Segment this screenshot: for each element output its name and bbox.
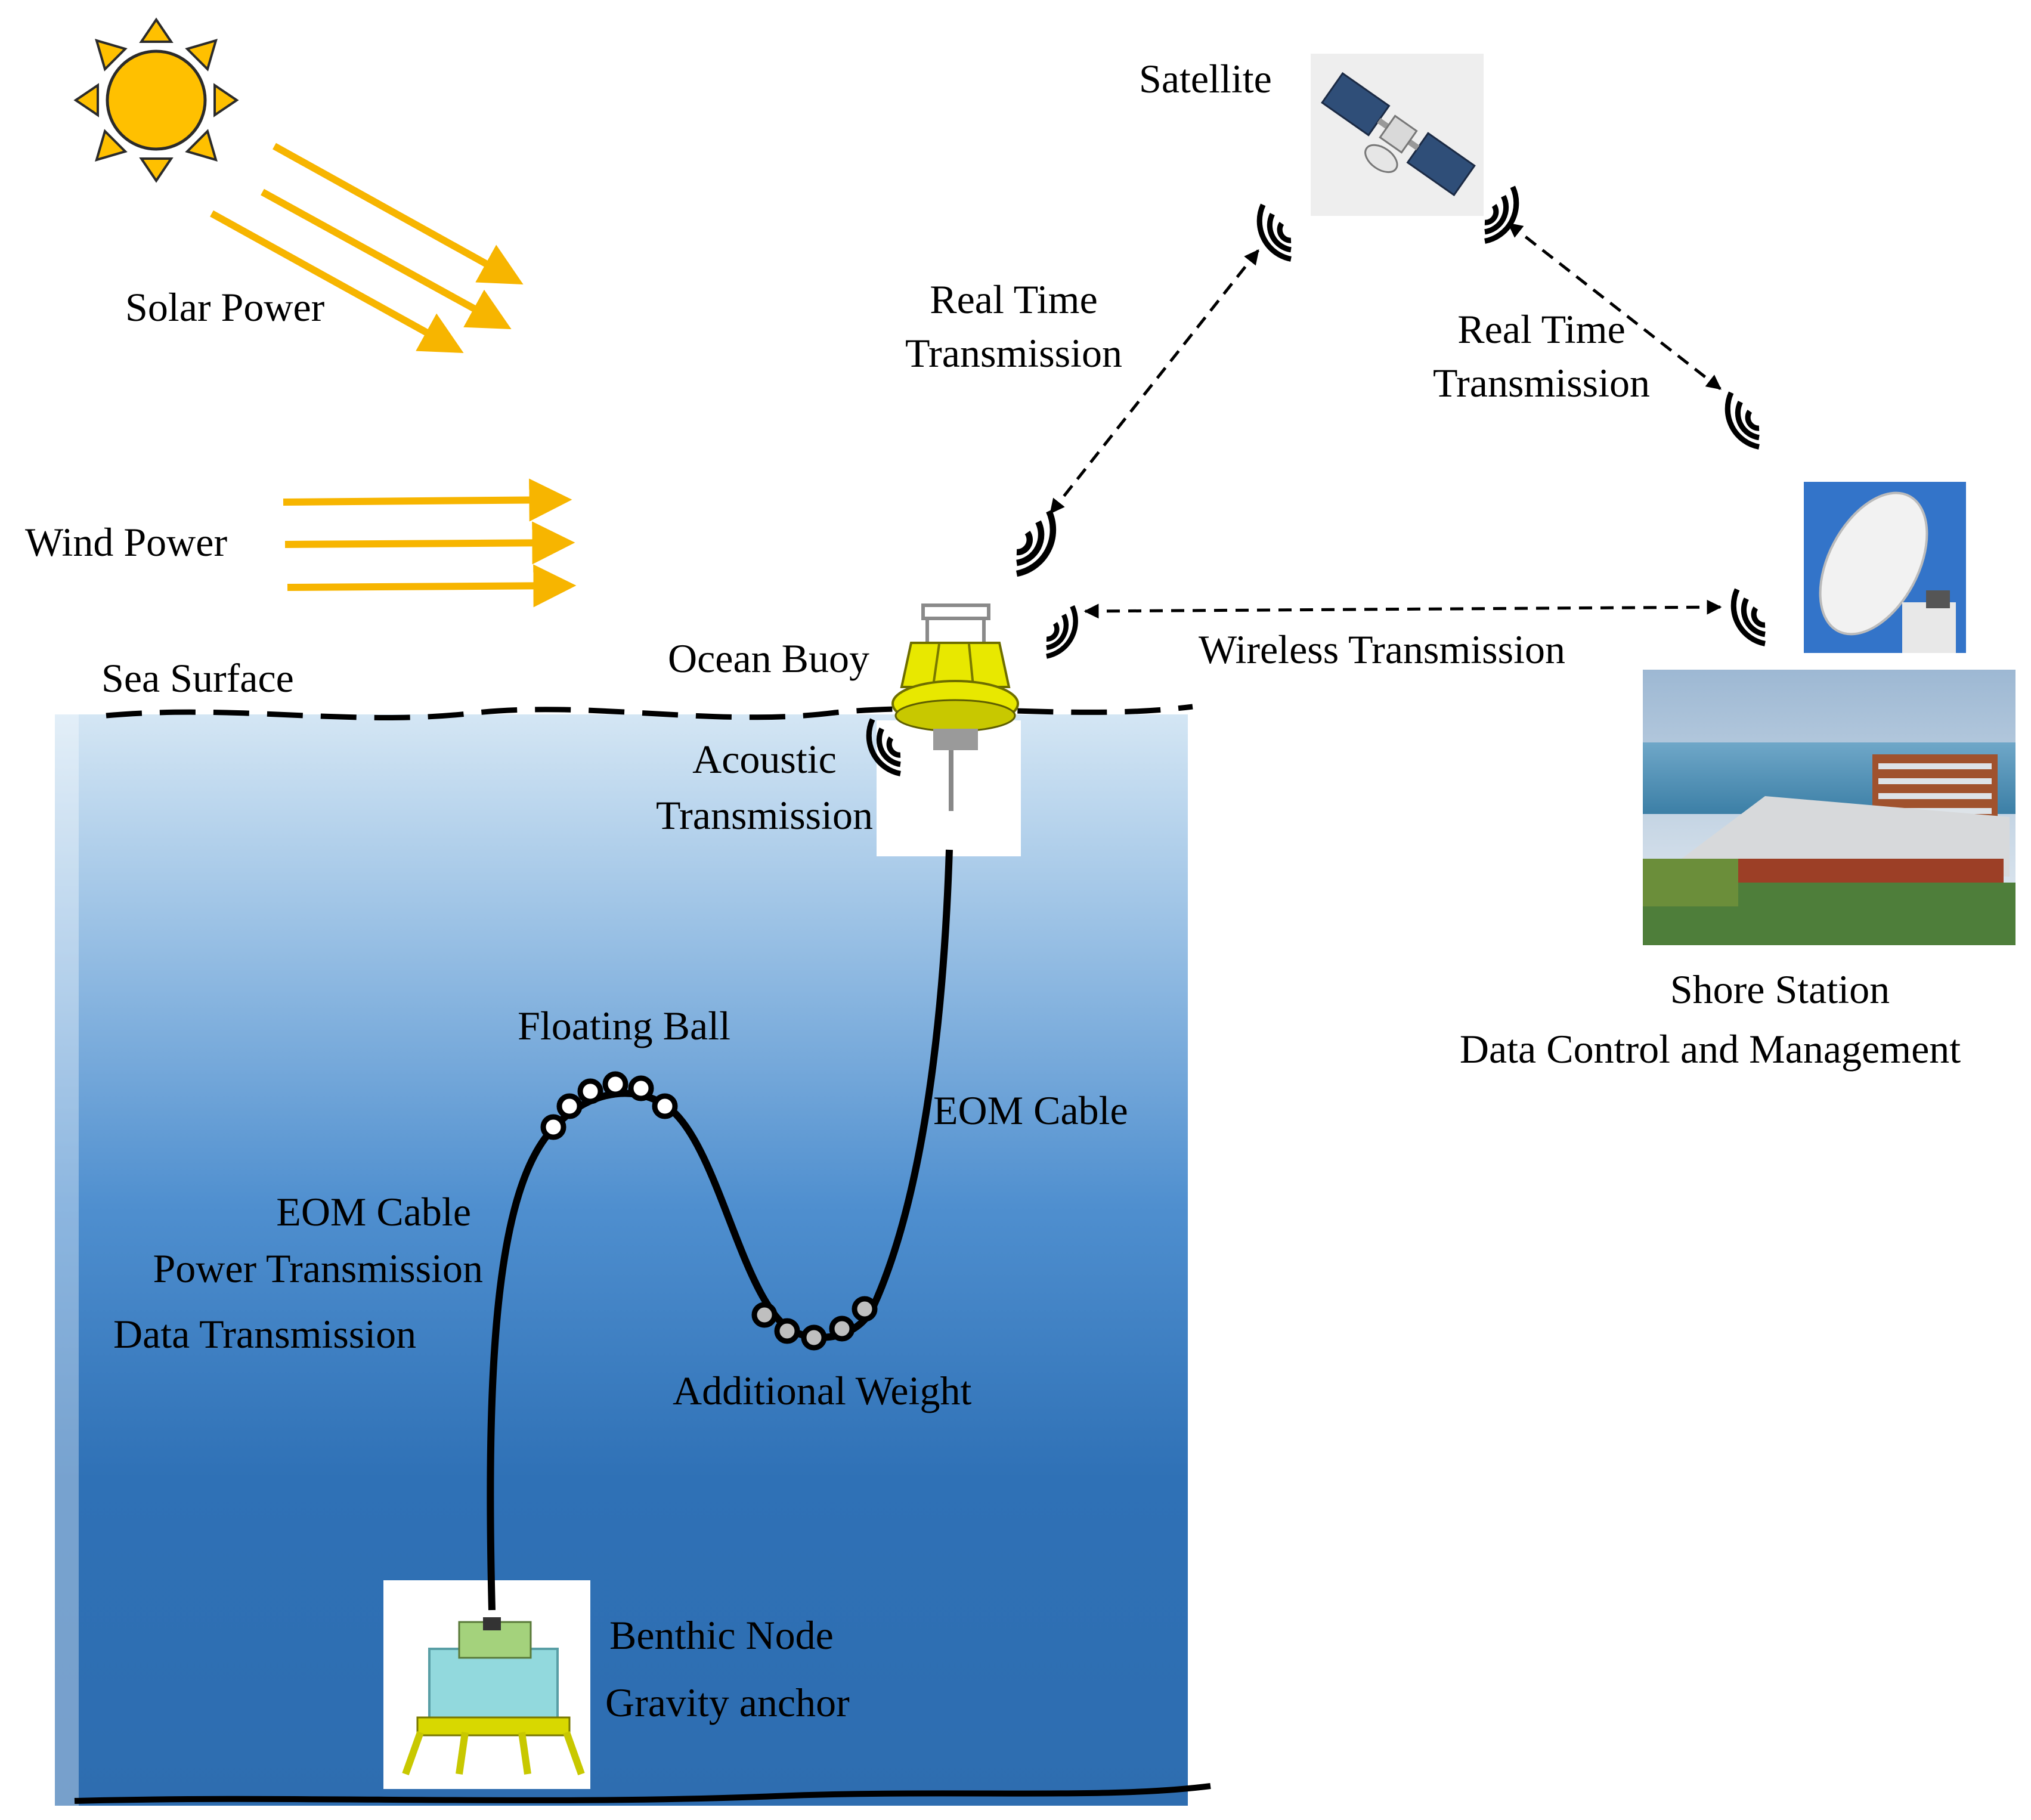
real-time-transmission-left-line1: Real Time bbox=[930, 277, 1098, 322]
ocean-water bbox=[55, 714, 1188, 1806]
eom-cable-right-label: EOM Cable bbox=[933, 1088, 1128, 1133]
sea-surface-line bbox=[106, 704, 1193, 720]
acoustic-transmission-line1: Acoustic bbox=[692, 736, 837, 782]
wireless-signal-icon bbox=[1047, 606, 1076, 657]
wireless-signal-icon bbox=[1733, 589, 1765, 643]
wireless-signal-icon bbox=[1017, 511, 1053, 574]
gravity-anchor-label: Gravity anchor bbox=[605, 1680, 850, 1725]
solar-power-label: Solar Power bbox=[125, 284, 325, 330]
ocean-buoy-icon bbox=[877, 603, 1021, 856]
floating-ball-label: Floating Ball bbox=[518, 1003, 730, 1048]
satellite-label: Satellite bbox=[1139, 56, 1272, 101]
eom-cable bbox=[487, 849, 953, 1611]
ocean-buoy-label: Ocean Buoy bbox=[668, 636, 869, 681]
floating-balls bbox=[540, 1071, 678, 1140]
data-control-label: Data Control and Management bbox=[1460, 1026, 1961, 1072]
additional-weight-label: Additional Weight bbox=[673, 1368, 971, 1413]
arrow-satellite-shore bbox=[1507, 222, 1722, 390]
benthic-node-label: Benthic Node bbox=[609, 1612, 834, 1658]
power-transmission-label: Power Transmission bbox=[153, 1246, 483, 1291]
ocean-left-fade bbox=[55, 714, 79, 1806]
satellite-icon bbox=[1311, 54, 1484, 216]
wind-power-arrows bbox=[283, 478, 577, 608]
wireless-transmission-label: Wireless Transmission bbox=[1199, 627, 1565, 672]
wireless-signal-icon bbox=[1485, 187, 1516, 241]
wireless-signal-icon bbox=[1727, 392, 1759, 447]
transmission-arrows bbox=[1049, 222, 1722, 619]
shore-station-label: Shore Station bbox=[1670, 967, 1890, 1012]
real-time-transmission-left-line2: Transmission bbox=[905, 330, 1122, 376]
shore-station-image bbox=[1643, 670, 2015, 945]
real-time-transmission-right-line2: Transmission bbox=[1433, 360, 1650, 406]
arrow-buoy-shore bbox=[1083, 599, 1722, 619]
data-transmission-label: Data Transmission bbox=[113, 1311, 416, 1357]
eom-cable-left-label: EOM Cable bbox=[276, 1189, 471, 1234]
acoustic-transmission-line2: Transmission bbox=[656, 793, 873, 838]
additional-weights bbox=[751, 1296, 878, 1351]
seabed-line bbox=[74, 1783, 1211, 1804]
sun-icon bbox=[73, 17, 239, 183]
arrow-buoy-satellite bbox=[1049, 249, 1259, 514]
real-time-transmission-right-line1: Real Time bbox=[1457, 307, 1626, 352]
satellite-dish-icon bbox=[1804, 482, 1966, 653]
wind-power-label: Wind Power bbox=[25, 519, 227, 565]
wireless-signal-icon bbox=[1259, 205, 1291, 259]
solar-power-arrows bbox=[210, 143, 524, 353]
benthic-node-icon bbox=[383, 1580, 590, 1789]
sea-surface-label: Sea Surface bbox=[101, 655, 294, 701]
